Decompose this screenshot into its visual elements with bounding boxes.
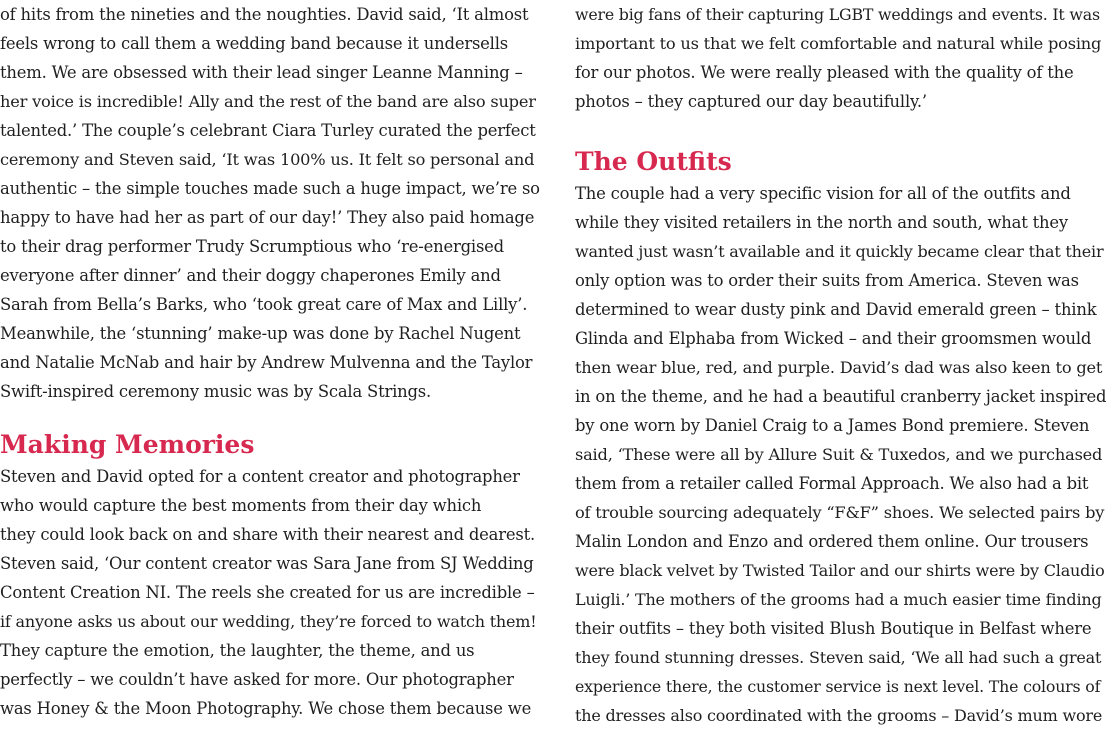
- text-line: feels wrong to call them a wedding band …: [0, 34, 508, 53]
- text-line: The couple had a very specific vision fo…: [575, 184, 1071, 203]
- text-line: their outfits – they both visited Blush …: [575, 619, 1092, 638]
- right-column: were big fans of their capturing LGBT we…: [575, 0, 1106, 730]
- text-line: were black velvet by Twisted Tailor and …: [575, 561, 1105, 580]
- text-line: wanted just wasn’t available and it quic…: [575, 242, 1104, 261]
- text-line: only option was to order their suits fro…: [575, 271, 1079, 290]
- paragraph-band-ceremony: of hits from the nineties and the nought…: [0, 0, 540, 406]
- text-line: to their drag performer Trudy Scrumptiou…: [0, 237, 504, 256]
- text-line: authentic – the simple touches made such…: [0, 179, 540, 198]
- text-line: if anyone asks us about our wedding, the…: [0, 612, 537, 631]
- text-line: Malin London and Enzo and ordered them o…: [575, 532, 1089, 551]
- text-line: ceremony and Steven said, ‘It was 100% u…: [0, 150, 535, 169]
- text-line: of hits from the nineties and the nought…: [0, 5, 529, 24]
- text-line: was Honey & the Moon Photography. We cho…: [0, 699, 532, 718]
- text-line: for our photos. We were really pleased w…: [575, 63, 1074, 82]
- text-line: them from a retailer called Formal Appro…: [575, 474, 1089, 493]
- text-line: the dresses also coordinated with the gr…: [575, 706, 1103, 725]
- text-line: they could look back on and share with t…: [0, 525, 535, 544]
- text-line: in on the theme, and he had a beautiful …: [575, 387, 1106, 406]
- text-line: Swift-inspired ceremony music was by Sca…: [0, 382, 432, 401]
- heading-the-outfits: The Outfits: [575, 147, 732, 176]
- text-line: Content Creation NI. The reels she creat…: [0, 583, 535, 602]
- text-line: happy to have had her as part of our day…: [0, 208, 535, 227]
- text-line: experience there, the customer service i…: [575, 677, 1101, 696]
- text-line: and Natalie McNab and hair by Andrew Mul…: [0, 353, 533, 372]
- paragraph-photography: were big fans of their capturing LGBT we…: [575, 0, 1106, 116]
- text-line: them. We are obsessed with their lead si…: [0, 63, 523, 82]
- text-line: were big fans of their capturing LGBT we…: [575, 5, 1100, 24]
- text-line: talented.’ The couple’s celebrant Ciara …: [0, 121, 536, 140]
- text-line: of trouble sourcing adequately “F&F” sho…: [575, 503, 1105, 522]
- text-line: They capture the emotion, the laughter, …: [0, 641, 475, 660]
- text-line: then wear blue, red, and purple. David’s…: [575, 358, 1103, 377]
- text-line: said, ‘These were all by Allure Suit & T…: [575, 445, 1103, 464]
- paragraph-making-memories: Steven and David opted for a content cre…: [0, 462, 540, 723]
- heading-making-memories: Making Memories: [0, 430, 255, 459]
- paragraph-the-outfits: The couple had a very specific vision fo…: [575, 179, 1106, 730]
- text-line: Steven and David opted for a content cre…: [0, 467, 520, 486]
- text-line: photos – they captured our day beautiful…: [575, 92, 927, 111]
- text-line: by one worn by Daniel Craig to a James B…: [575, 416, 1090, 435]
- left-column: of hits from the nineties and the nought…: [0, 0, 540, 723]
- text-line: Luigli.’ The mothers of the grooms had a…: [575, 590, 1102, 609]
- text-line: they found stunning dresses. Steven said…: [575, 648, 1102, 667]
- text-line: Meanwhile, the ‘stunning’ make-up was do…: [0, 324, 521, 343]
- text-line: determined to wear dusty pink and David …: [575, 300, 1097, 319]
- text-line: while they visited retailers in the nort…: [575, 213, 1068, 232]
- text-line: perfectly – we couldn’t have asked for m…: [0, 670, 514, 689]
- text-line: who would capture the best moments from …: [0, 496, 482, 515]
- text-line: her voice is incredible! Ally and the re…: [0, 92, 536, 111]
- text-line: Steven said, ‘Our content creator was Sa…: [0, 554, 534, 573]
- text-line: Sarah from Bella’s Barks, who ‘took grea…: [0, 295, 528, 314]
- text-line: important to us that we felt comfortable…: [575, 34, 1102, 53]
- text-line: Glinda and Elphaba from Wicked – and the…: [575, 329, 1092, 348]
- text-line: everyone after dinner’ and their doggy c…: [0, 266, 501, 285]
